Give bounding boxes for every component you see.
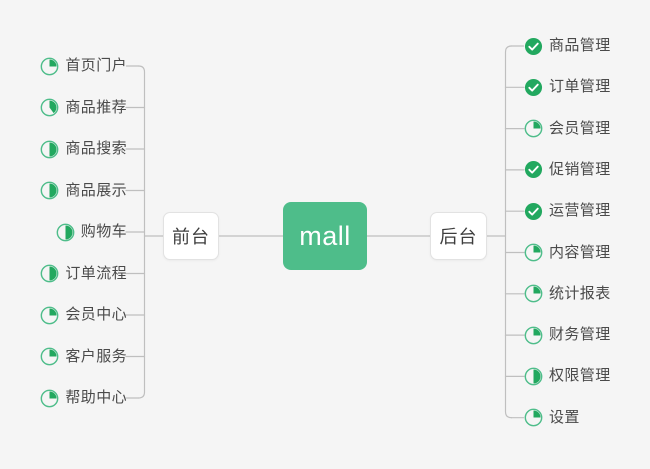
pie-progress-icon [524, 243, 543, 262]
leaf-item[interactable]: 会员中心 [40, 303, 127, 327]
node-frontend-label: 前台 [172, 227, 210, 247]
pie-progress-icon [524, 408, 543, 427]
right-spine [504, 45, 513, 419]
check-circle-icon [524, 37, 543, 55]
leaf-item[interactable]: 统计报表 [524, 282, 611, 306]
node-root-label: mall [299, 220, 351, 251]
pie-progress-icon [524, 326, 543, 344]
node-frontend[interactable]: 前台 [163, 212, 219, 260]
leaf-item-label: 权限管理 [549, 367, 611, 385]
leaf-item-label: 财务管理 [549, 326, 611, 344]
leaf-item-label: 订单管理 [549, 78, 611, 96]
pie-progress-icon [56, 223, 75, 241]
leaf-item-label: 订单流程 [65, 264, 127, 282]
leaf-item[interactable]: 促销管理 [524, 158, 611, 182]
leaf-item[interactable]: 运营管理 [524, 199, 611, 223]
leaf-item[interactable]: 订单管理 [524, 75, 611, 99]
pie-progress-icon [524, 284, 543, 303]
leaf-item-label: 设置 [549, 408, 580, 426]
leaf-item[interactable]: 订单流程 [40, 262, 127, 286]
node-backend[interactable]: 后台 [430, 212, 487, 260]
leaf-item-label: 商品搜索 [65, 140, 127, 157]
leaf-item-label: 客户服务 [65, 347, 127, 365]
leaf-item[interactable]: 设置 [524, 406, 580, 430]
pie-progress-icon [41, 140, 59, 158]
leaf-item-label: 运营管理 [549, 202, 611, 220]
node-root-mall[interactable]: mall [283, 202, 367, 270]
leaf-item[interactable]: 会员管理 [524, 117, 611, 141]
check-circle-icon [524, 78, 543, 96]
leaf-item-label: 内容管理 [549, 243, 611, 261]
leaf-item[interactable]: 首页门户 [40, 54, 127, 78]
leaf-item[interactable]: 帮助中心 [40, 386, 127, 410]
leaf-item-label: 商品推荐 [65, 98, 127, 116]
pie-progress-icon [41, 306, 59, 324]
pie-progress-icon [524, 367, 543, 386]
leaf-item-label: 会员中心 [65, 306, 127, 323]
leaf-item[interactable]: 客户服务 [40, 345, 127, 369]
pie-progress-icon [524, 119, 543, 138]
leaf-item[interactable]: 购物车 [56, 220, 127, 244]
check-circle-icon [524, 161, 543, 179]
leaf-item-label: 帮助中心 [65, 389, 127, 406]
leaf-item[interactable]: 权限管理 [524, 364, 611, 388]
leaf-item-label: 购物车 [80, 223, 127, 240]
pie-progress-icon [41, 389, 59, 407]
leaf-item-label: 首页门户 [65, 57, 127, 74]
leaf-item[interactable]: 商品搜索 [40, 137, 127, 161]
leaf-item-label: 商品管理 [549, 37, 611, 54]
leaf-item-label: 商品展示 [65, 181, 127, 199]
leaf-item-label: 促销管理 [549, 160, 611, 178]
pie-progress-icon [41, 264, 59, 283]
leaf-item[interactable]: 内容管理 [524, 241, 611, 265]
node-backend-label: 后台 [439, 227, 478, 247]
leaf-item[interactable]: 财务管理 [524, 323, 611, 347]
leaf-item-label: 会员管理 [549, 119, 611, 137]
pie-progress-icon [41, 181, 59, 200]
leaf-item-label: 统计报表 [549, 284, 611, 302]
check-circle-icon [524, 202, 543, 220]
pie-progress-icon [41, 98, 59, 117]
leaf-item[interactable]: 商品推荐 [40, 96, 127, 120]
leaf-item[interactable]: 商品管理 [524, 34, 611, 58]
pie-progress-icon [41, 57, 59, 75]
pie-progress-icon [41, 347, 59, 366]
leaf-item[interactable]: 商品展示 [40, 179, 127, 203]
